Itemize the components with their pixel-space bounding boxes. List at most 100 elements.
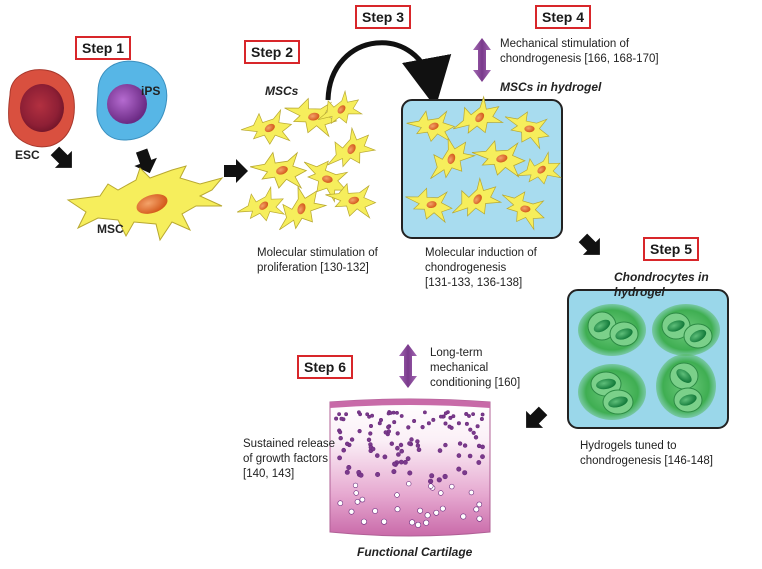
- chondrocyte-dot: [447, 424, 452, 429]
- long-term-conditioning-arrow-icon: [399, 344, 417, 388]
- step-2-label: Step 2: [244, 40, 301, 64]
- arrow-to-step2-icon: [224, 159, 248, 183]
- chondrocyte-dot: [426, 421, 431, 426]
- chondrocyte-dot: [344, 469, 350, 475]
- chondrocyte-dot: [372, 508, 378, 514]
- step6-release-caption: Sustained release of growth factors [140…: [243, 437, 335, 482]
- ips-label: iPS: [141, 84, 161, 98]
- step6-mech-line2: mechanical: [430, 362, 489, 374]
- chondrocyte-dot: [395, 431, 400, 436]
- chondrocyte-dot: [464, 421, 469, 426]
- chondrocyte-dot: [370, 446, 376, 452]
- step3-caption-line1: Molecular induction of: [425, 247, 537, 259]
- chondrocyte-dot: [399, 414, 404, 418]
- step-3-label: Step 3: [355, 5, 412, 29]
- chondrocyte-dot: [405, 456, 411, 462]
- chondrocyte-dot: [398, 442, 404, 448]
- chondrocyte-dot: [471, 412, 476, 417]
- chondrocyte-dot: [378, 417, 383, 422]
- curved-arrow-step3-icon: [325, 40, 452, 108]
- step-5-label: Step 5: [643, 237, 700, 261]
- chondrocyte-dot: [464, 412, 469, 416]
- chondrocyte-dot: [354, 498, 361, 505]
- chondrocyte-dot: [473, 435, 479, 440]
- chondrocyte-dot: [443, 411, 448, 416]
- step6-release-line1: Sustained release: [243, 438, 336, 450]
- chondrocyte-dot: [334, 416, 339, 421]
- step4-caption-line2: chondrogenesis [166, 168-170]: [500, 53, 659, 65]
- step-1-label: Step 1: [75, 36, 132, 60]
- esc-cell-icon: [8, 69, 75, 148]
- arrow-to-cartilage-icon: [517, 402, 552, 437]
- chondrocyte-dot: [433, 509, 440, 516]
- ips-cell-icon: [96, 60, 168, 141]
- chondrocyte-dot: [358, 472, 364, 478]
- chondrocyte-dot: [399, 448, 405, 454]
- chondrocyte-dot: [471, 430, 476, 435]
- chondrocyte-dot: [389, 441, 394, 446]
- chondrocyte-dot: [416, 447, 422, 453]
- chondrocyte-dot: [456, 466, 462, 472]
- step6-mechanical-caption: Long-term mechanical conditioning [160]: [430, 346, 520, 391]
- chondrocyte-dot: [417, 507, 423, 514]
- chondrocyte-dot: [359, 496, 366, 503]
- chondrocyte-dot: [422, 410, 427, 415]
- chondrocyte-dot: [456, 453, 462, 458]
- chondrocyte-dot: [407, 470, 413, 476]
- chondrocyte-dot: [436, 477, 442, 483]
- esc-label: ESC: [15, 148, 40, 162]
- chondrocyte-dot: [341, 447, 347, 453]
- chondrocyte-dot: [349, 437, 355, 442]
- step3-caption: Molecular induction of chondrogenesis [1…: [425, 246, 537, 291]
- chondrocyte-dot: [406, 481, 412, 487]
- chondrocyte-dot: [442, 473, 448, 480]
- chondrocyte-dot: [439, 505, 446, 512]
- chondrocyte-dot: [449, 483, 455, 490]
- step2-caption: Molecular stimulation of proliferation […: [257, 246, 378, 276]
- mscs-in-hydrogel-label: MSCs in hydrogel: [500, 80, 602, 94]
- chondrocyte-dot: [365, 412, 370, 417]
- mscs-hydrogel-box: [400, 92, 564, 239]
- arrow-esc-to-msc-icon: [46, 142, 81, 177]
- chondrocyte-dot: [479, 416, 484, 421]
- chondrocyte-dot: [366, 437, 372, 442]
- step-4-label: Step 4: [535, 5, 592, 29]
- chondrocyte-dot: [428, 478, 434, 484]
- functional-cartilage-icon: [329, 398, 491, 537]
- step4-caption: Mechanical stimulation of chondrogenesis…: [500, 37, 659, 67]
- chondrocyte-dot: [437, 448, 443, 453]
- chondrocyte-dot: [475, 424, 480, 429]
- chondrocyte-dot: [480, 444, 485, 450]
- chondrocyte-dot: [438, 490, 444, 496]
- chondrocyte-dot: [409, 437, 414, 442]
- chondrocyte-dot: [406, 425, 411, 430]
- chondrocyte-dot: [357, 429, 362, 434]
- chondrocyte-dot: [338, 430, 343, 435]
- step5-caption-line2: chondrogenesis [146-148]: [580, 455, 713, 467]
- chondrocyte-dot: [395, 410, 399, 415]
- chondrocyte-dot: [391, 410, 396, 415]
- chondrocyte-dot: [388, 411, 393, 415]
- chondrocyte-dot: [468, 489, 475, 496]
- chondrocyte-dot: [374, 453, 380, 458]
- chondrocyte-dot: [415, 521, 422, 528]
- step2-caption-line1: Molecular stimulation of: [257, 247, 378, 259]
- chondrocyte-dot: [337, 455, 342, 461]
- chondrocyte-dot: [424, 512, 431, 519]
- step6-release-line2: of growth factors: [243, 453, 329, 465]
- chondrocyte-dot: [467, 453, 473, 459]
- chondrocyte-dot: [431, 417, 436, 422]
- chondrocyte-dot: [423, 519, 430, 526]
- step3-caption-line3: [131-133, 136-138]: [425, 277, 523, 289]
- functional-cartilage-label: Functional Cartilage: [357, 545, 473, 559]
- chondrocyte-dot: [409, 519, 416, 526]
- chondrocyte-dot: [448, 415, 453, 420]
- chondrocyte-dot: [386, 425, 391, 430]
- chondrocyte-dot: [337, 412, 342, 417]
- chondrocyte-dot: [345, 441, 350, 446]
- chondrocyte-dot: [338, 436, 343, 441]
- step6-mech-line1: Long-term: [430, 347, 483, 359]
- chondrocyte-dot: [377, 421, 382, 426]
- chondrocyte-dot: [473, 506, 480, 513]
